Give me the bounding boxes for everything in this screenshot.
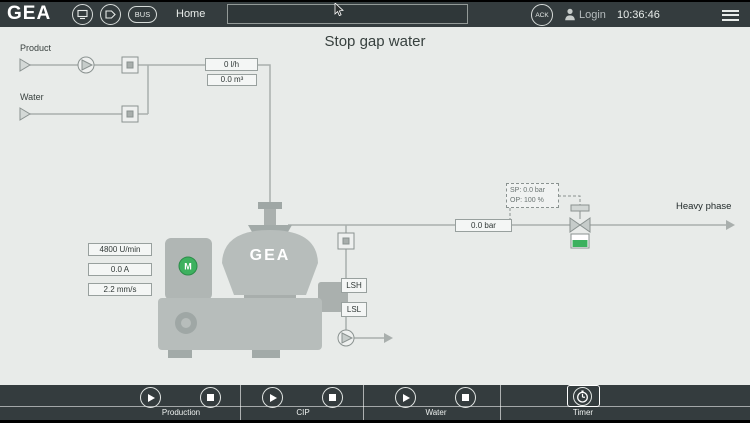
machine-brand-text: GEA bbox=[250, 247, 291, 264]
cip-start-button[interactable] bbox=[262, 387, 283, 408]
production-start-button[interactable] bbox=[140, 387, 161, 408]
valve-body bbox=[569, 217, 581, 233]
pressure-display: 0.0 bar bbox=[455, 219, 512, 232]
toolbar-divider-line bbox=[0, 406, 750, 407]
motor-label: M bbox=[184, 262, 192, 272]
product-feed-pipe bbox=[30, 64, 271, 208]
inlet-flange bbox=[258, 202, 282, 209]
water-group-label: Water bbox=[425, 408, 447, 417]
level-switch-high: LSH bbox=[341, 278, 367, 293]
machine-foot-right bbox=[252, 350, 280, 358]
controller-setpoint: SP: 0.0 bar bbox=[510, 187, 546, 194]
separator-graphic[interactable]: GEA M bbox=[158, 202, 348, 358]
process-canvas: GEA M bbox=[0, 27, 750, 385]
inlet-pipe bbox=[264, 209, 276, 225]
control-signal-lines bbox=[509, 195, 581, 219]
play-icon bbox=[148, 393, 155, 402]
stop-icon bbox=[462, 394, 469, 401]
timer-button[interactable] bbox=[572, 387, 592, 406]
clock: 10:36:46 bbox=[617, 8, 660, 21]
drain-pump[interactable] bbox=[337, 329, 355, 347]
equipment-button[interactable] bbox=[72, 4, 93, 25]
heavy-phase-control-valve[interactable] bbox=[569, 204, 591, 249]
ack-button[interactable]: ACK bbox=[531, 4, 553, 26]
gea-logo: GEA bbox=[7, 3, 52, 24]
machine-foot-left bbox=[168, 350, 192, 358]
home-nav[interactable]: Home bbox=[176, 8, 206, 20]
stop-icon bbox=[329, 394, 336, 401]
motor-status-indicator[interactable] bbox=[178, 256, 198, 276]
vibration-display: 2.2 mm/s bbox=[88, 283, 152, 296]
pressure-controller-faceplate[interactable]: SP: 0.0 bar OP: 100 % bbox=[506, 183, 559, 208]
speed-display: 4800 U/min bbox=[88, 243, 152, 256]
page-title: Stop gap water bbox=[324, 33, 426, 50]
product-inlet-arrow bbox=[19, 58, 31, 72]
cip-group-label: CIP bbox=[296, 408, 310, 417]
bottom-toolbar: Production CIP Water bbox=[0, 385, 750, 420]
outlet-housing bbox=[318, 282, 348, 312]
toolbar-separator bbox=[363, 385, 364, 420]
menu-icon bbox=[722, 9, 739, 12]
hamburger-menu-button[interactable] bbox=[722, 7, 741, 22]
drain-valve[interactable] bbox=[337, 232, 355, 250]
production-group-label: Production bbox=[161, 408, 201, 417]
water-valve[interactable] bbox=[121, 105, 139, 123]
water-stop-button[interactable] bbox=[455, 387, 476, 408]
play-icon bbox=[403, 393, 410, 402]
mouse-cursor bbox=[334, 3, 344, 17]
bus-button[interactable]: BUS bbox=[128, 6, 157, 23]
process-graphic: GEA M bbox=[19, 56, 735, 358]
valves bbox=[121, 56, 355, 250]
controller-output: OP: 100 % bbox=[510, 197, 544, 205]
product-label: Product bbox=[20, 43, 52, 53]
user-icon bbox=[565, 8, 575, 21]
toolbar-separator bbox=[240, 385, 241, 420]
timer-group-label: Timer bbox=[572, 408, 594, 417]
play-icon bbox=[270, 393, 277, 402]
flow-rate-display: 0 l/h bbox=[205, 58, 258, 71]
flow-total-display: 0.0 m³ bbox=[207, 74, 257, 86]
equipment-icon bbox=[77, 9, 88, 20]
top-bar: GEA BUS Home ACK Login 10:36:46 bbox=[0, 2, 750, 27]
heavy-phase-label: Heavy phase bbox=[676, 201, 732, 212]
command-input[interactable] bbox=[227, 4, 468, 24]
timer-icon bbox=[576, 390, 588, 403]
drain-arrow bbox=[384, 333, 393, 343]
valve-actuator bbox=[570, 204, 590, 212]
separator-bowl bbox=[222, 230, 318, 295]
tag-button[interactable] bbox=[100, 4, 121, 25]
machine-base bbox=[158, 298, 322, 350]
water-start-button[interactable] bbox=[395, 387, 416, 408]
cip-stop-button[interactable] bbox=[322, 387, 343, 408]
stop-icon bbox=[207, 394, 214, 401]
product-valve[interactable] bbox=[121, 56, 139, 74]
timer-selection-frame bbox=[567, 385, 600, 407]
water-inlet-arrow bbox=[19, 107, 31, 121]
heavy-phase-arrow bbox=[726, 220, 735, 230]
water-label: Water bbox=[20, 92, 44, 102]
login-link[interactable]: Login bbox=[579, 8, 606, 21]
pumps bbox=[77, 56, 355, 347]
tag-icon bbox=[105, 10, 116, 19]
toolbar-separator bbox=[500, 385, 501, 420]
level-switch-low: LSL bbox=[341, 302, 367, 317]
product-pump[interactable] bbox=[77, 56, 95, 74]
current-display: 0.0 A bbox=[88, 263, 152, 276]
production-stop-button[interactable] bbox=[200, 387, 221, 408]
valve-open-fill bbox=[572, 240, 588, 247]
